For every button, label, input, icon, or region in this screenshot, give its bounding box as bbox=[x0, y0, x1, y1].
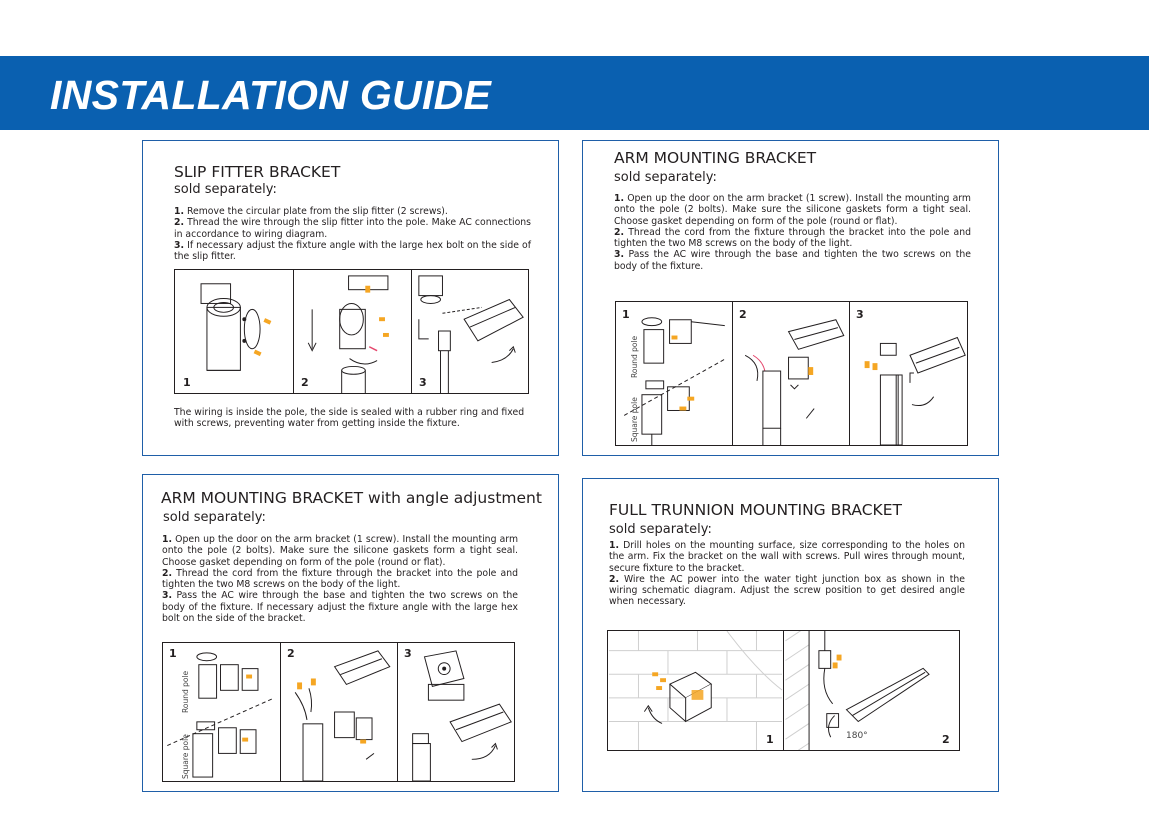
figure-step-2: 2 bbox=[281, 643, 398, 781]
panel-title: SLIP FITTER BRACKET bbox=[174, 163, 341, 181]
arm-bracket-illustration-2 bbox=[744, 319, 845, 445]
panel-title: FULL TRUNNION MOUNTING BRACKET bbox=[609, 501, 902, 519]
step-item: 3. If necessary adjust the fixture angle… bbox=[174, 239, 531, 263]
arm-bracket-illustration-1 bbox=[623, 317, 726, 445]
figure-step-1: 1 bbox=[175, 270, 294, 393]
figure-step-3: 3 bbox=[398, 643, 516, 781]
step-number: 2 bbox=[739, 308, 747, 321]
step-number: 1 bbox=[169, 647, 177, 660]
round-pole-label: Round pole bbox=[630, 335, 639, 378]
step-number: 3 bbox=[856, 308, 864, 321]
panel-subtitle: sold separately: bbox=[614, 170, 717, 185]
panel-title: ARM MOUNTING BRACKET bbox=[614, 149, 817, 167]
angle-bracket-illustration-2 bbox=[294, 650, 391, 781]
trunnion-illustration-1 bbox=[608, 631, 783, 750]
figure-step-3: 3 bbox=[850, 302, 969, 445]
figure-step-1: 1 Round pole Square pole bbox=[163, 643, 281, 781]
trunnion-illustration-2 bbox=[785, 631, 930, 750]
installation-figure: 1 Round pole Square pole 2 bbox=[162, 642, 515, 782]
step-number: 2 bbox=[942, 733, 950, 746]
step-number: 1 bbox=[766, 733, 774, 746]
step-item: 3. Pass the AC wire through the base and… bbox=[614, 249, 971, 272]
step-item: 1. Open up the door on the arm bracket (… bbox=[162, 534, 518, 568]
header-banner: INSTALLATION GUIDE bbox=[0, 56, 1149, 130]
angle-label: 180° bbox=[846, 731, 868, 741]
step-item: 2. Thread the wire through the slip fitt… bbox=[174, 217, 531, 240]
installation-figure: 1 2 bbox=[174, 269, 529, 394]
step-item: 1. Open up the door on the arm bracket (… bbox=[614, 193, 971, 227]
figure-step-1: 1 bbox=[608, 631, 784, 750]
step-number: 2 bbox=[287, 647, 295, 660]
arm-bracket-illustration-3 bbox=[864, 336, 966, 445]
panel-steps: 1. Drill holes on the mounting surface, … bbox=[609, 540, 965, 608]
installation-figure: 1 Round pole Square pole 2 bbox=[615, 301, 968, 446]
step-item: 2. Thread the cord from the fixture thro… bbox=[162, 567, 518, 591]
figure-step-2: 180° 2 bbox=[784, 631, 961, 750]
panel-steps: 1. Open up the door on the arm bracket (… bbox=[162, 534, 518, 624]
step-item: 1. Remove the circular plate from the sl… bbox=[174, 206, 448, 217]
panel-slip-fitter: SLIP FITTER BRACKET sold separately: 1. … bbox=[142, 140, 559, 456]
step-number: 1 bbox=[622, 308, 630, 321]
panel-steps: 1. Open up the door on the arm bracket (… bbox=[614, 193, 971, 272]
angle-bracket-illustration-1 bbox=[167, 652, 274, 778]
panel-steps: 1. Remove the circular plate from the sl… bbox=[174, 206, 531, 262]
figure-step-2: 2 bbox=[294, 270, 412, 393]
figure-step-1: 1 Round pole Square pole bbox=[616, 302, 733, 445]
panel-arm-mounting: ARM MOUNTING BRACKET sold separately: 1.… bbox=[582, 140, 999, 456]
step-item: 2. Thread the cord from the fixture thro… bbox=[614, 226, 971, 250]
figure-step-3: 3 bbox=[412, 270, 530, 393]
panel-title: ARM MOUNTING BRACKET with angle adjustme… bbox=[161, 489, 542, 507]
slip-fitter-illustration-2 bbox=[307, 275, 389, 393]
step-number: 3 bbox=[404, 647, 412, 660]
step-number: 2 bbox=[301, 376, 309, 389]
step-item: 3. Pass the AC wire through the base and… bbox=[162, 590, 518, 625]
figure-step-2: 2 bbox=[733, 302, 850, 445]
panel-trunnion: FULL TRUNNION MOUNTING BRACKET sold sepa… bbox=[582, 478, 999, 792]
slip-fitter-illustration-1 bbox=[200, 283, 272, 371]
panel-note: The wiring is inside the pole, the side … bbox=[174, 407, 525, 429]
square-pole-label: Square pole bbox=[630, 397, 639, 442]
panel-subtitle: sold separately: bbox=[609, 522, 712, 537]
slip-fitter-illustration-3 bbox=[418, 275, 524, 393]
step-number: 1 bbox=[183, 376, 191, 389]
round-pole-label: Round pole bbox=[181, 670, 190, 713]
step-number: 3 bbox=[419, 376, 427, 389]
panel-arm-angle: ARM MOUNTING BRACKET with angle adjustme… bbox=[142, 474, 559, 792]
installation-figure: 1 180° 2 bbox=[607, 630, 960, 751]
square-pole-label: Square pole bbox=[181, 734, 190, 779]
step-item: 1. Drill holes on the mounting surface, … bbox=[609, 540, 965, 574]
panel-subtitle: sold separately: bbox=[174, 182, 277, 197]
angle-bracket-illustration-3 bbox=[412, 650, 512, 781]
step-item: 2. Wire the AC power into the water tigh… bbox=[609, 573, 965, 608]
panel-subtitle: sold separately: bbox=[163, 510, 266, 525]
page-title: INSTALLATION GUIDE bbox=[50, 72, 492, 118]
